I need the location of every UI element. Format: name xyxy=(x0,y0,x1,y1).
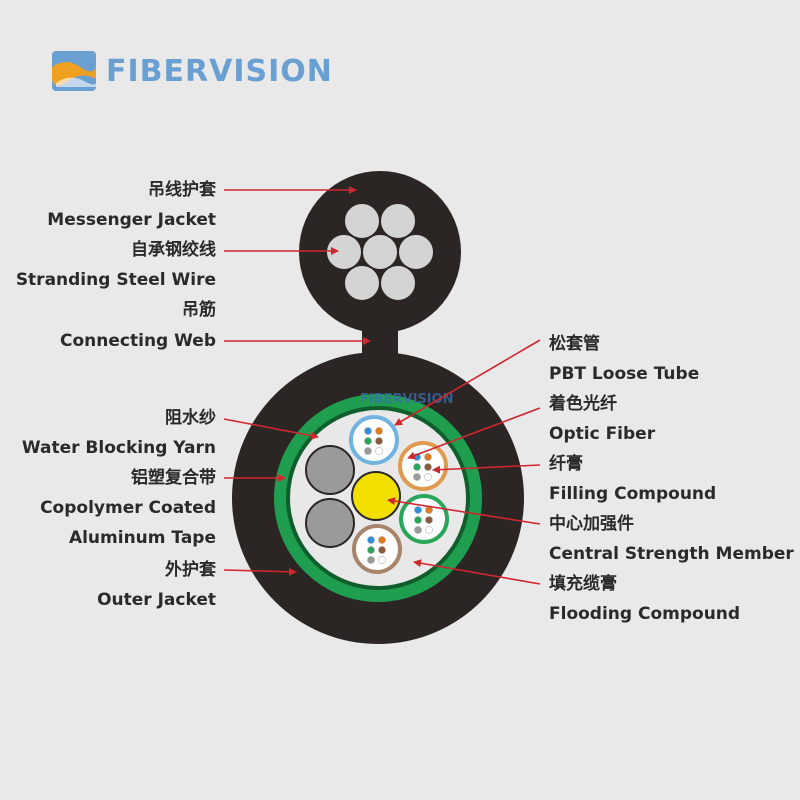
optic-fiber xyxy=(378,556,386,564)
label-connecting-web-zh: 吊筋 xyxy=(182,300,216,320)
arrow-loose-tube xyxy=(394,339,541,426)
filler-rod xyxy=(305,445,355,495)
callout-arrows xyxy=(223,186,541,585)
label-aluminum-tape-en2: Aluminum Tape xyxy=(68,528,216,548)
label-loose-tube-zh: 松套管 xyxy=(549,334,600,354)
label-filling-compound-en: Filling Compound xyxy=(549,484,717,504)
steel-wire xyxy=(379,202,417,240)
optic-fiber xyxy=(367,536,375,544)
fibervision-logo-icon xyxy=(52,51,97,91)
label-strength-member-zh: 中心加强件 xyxy=(549,514,634,534)
label-optic-fiber-en: Optic Fiber xyxy=(549,424,656,444)
label-flooding-compound-zh: 填充缆膏 xyxy=(549,574,617,594)
label-water-blocking-zh: 阻水纱 xyxy=(165,408,216,428)
optic-fiber xyxy=(364,427,372,435)
optic-fiber xyxy=(375,437,383,445)
label-aluminum-tape-zh: 铝塑复合带 xyxy=(131,468,216,488)
label-flooding-compound-en: Flooding Compound xyxy=(549,604,741,624)
steel-wire xyxy=(397,233,435,271)
label-messenger-jacket-zh: 吊线护套 xyxy=(148,180,216,200)
steel-wire xyxy=(343,264,381,302)
optic-fiber xyxy=(414,506,422,514)
label-aluminum-tape-en: Copolymer Coated xyxy=(40,498,216,518)
steel-wire xyxy=(343,202,381,240)
brand-name: FIBERVISION xyxy=(106,53,333,89)
central-strength-member xyxy=(351,471,401,521)
watermark-text: FIBERVISION xyxy=(360,392,454,407)
loose-tube xyxy=(399,494,449,544)
optic-fiber xyxy=(413,473,421,481)
optic-fiber xyxy=(414,516,422,524)
loose-tube-wall xyxy=(349,415,399,465)
label-steel-wire-zh: 自承钢绞线 xyxy=(131,240,216,260)
arrow-outer-jacket xyxy=(223,567,297,576)
label-steel-wire-en: Stranding Steel Wire xyxy=(15,270,216,290)
optic-fiber xyxy=(364,447,372,455)
steel-wire-strands xyxy=(325,202,435,302)
optic-fiber xyxy=(424,453,432,461)
loose-tube-wall xyxy=(398,441,448,491)
arrow-flooding-compound xyxy=(413,559,541,585)
loose-tubes xyxy=(349,415,449,574)
optic-fiber xyxy=(367,556,375,564)
arrow-optic-fiber xyxy=(407,407,541,460)
brand-logo: FIBERVISION xyxy=(50,48,333,94)
optic-fiber xyxy=(414,526,422,534)
optic-fiber xyxy=(367,546,375,554)
loose-tube-wall xyxy=(352,524,402,574)
label-strength-member-en: Central Strength Member xyxy=(549,544,794,564)
arrow-water-blocking-yarn xyxy=(223,418,319,440)
label-optic-fiber-zh: 着色光纤 xyxy=(549,394,617,414)
label-outer-jacket-zh: 外护套 xyxy=(165,560,216,580)
optic-fiber xyxy=(375,447,383,455)
label-connecting-web-en: Connecting Web xyxy=(60,331,216,351)
steel-wire xyxy=(325,233,363,271)
optic-fiber xyxy=(378,546,386,554)
optic-fiber xyxy=(375,427,383,435)
label-outer-jacket-en: Outer Jacket xyxy=(97,590,216,610)
label-messenger-jacket-en: Messenger Jacket xyxy=(47,210,216,230)
arrow-filling-compound xyxy=(432,464,541,474)
optic-fiber xyxy=(424,473,432,481)
optic-fiber xyxy=(425,516,433,524)
arrow-strength-member xyxy=(387,497,541,525)
optic-fiber xyxy=(424,463,432,471)
label-loose-tube-en: PBT Loose Tube xyxy=(549,364,700,384)
steel-wire xyxy=(379,264,417,302)
loose-tube xyxy=(349,415,399,465)
filler-rod xyxy=(305,498,355,548)
optic-fiber xyxy=(413,463,421,471)
loose-tube xyxy=(398,441,448,491)
loose-tube xyxy=(352,524,402,574)
optic-fiber xyxy=(378,536,386,544)
optic-fiber xyxy=(364,437,372,445)
label-water-blocking-en: Water Blocking Yarn xyxy=(21,438,216,458)
steel-wire-center xyxy=(361,233,399,271)
label-filling-compound-zh: 纤膏 xyxy=(549,454,583,474)
optic-fiber xyxy=(425,526,433,534)
